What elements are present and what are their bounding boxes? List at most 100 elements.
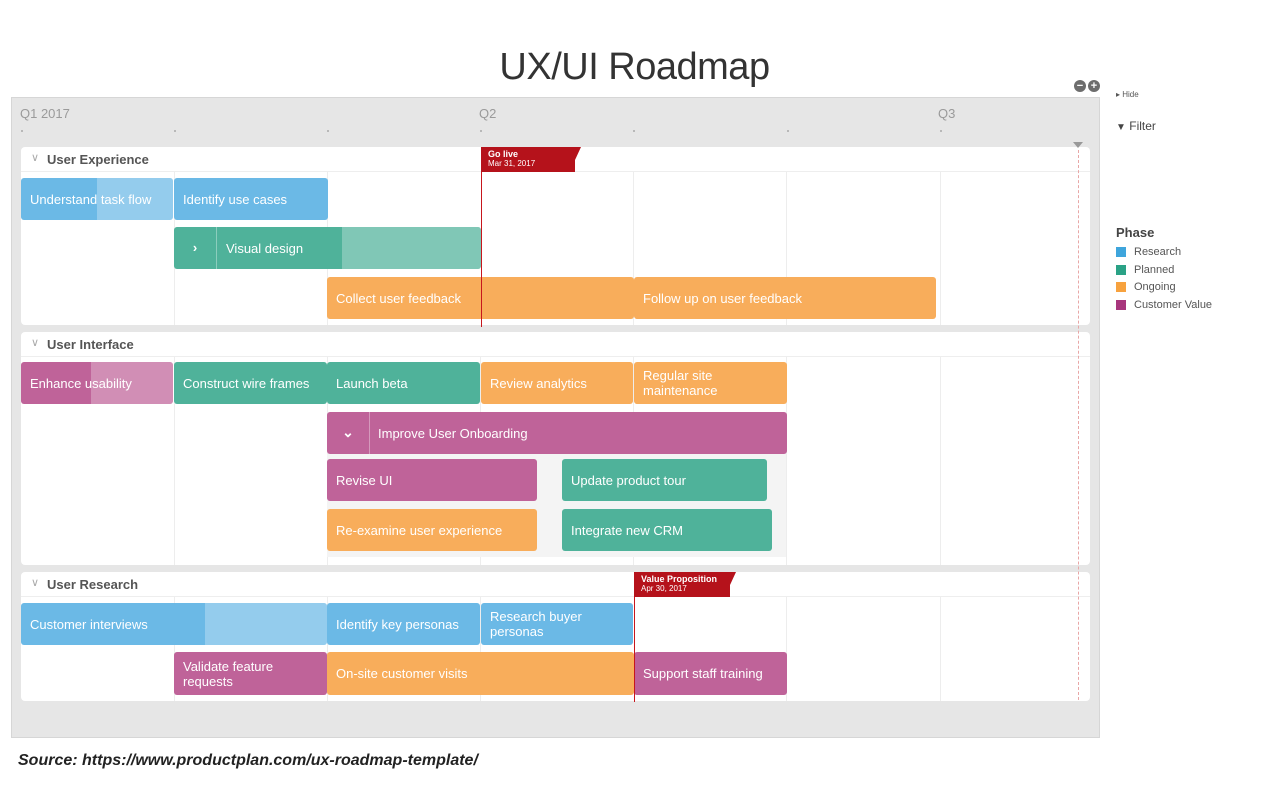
gridline [940,596,941,701]
chevron-down-icon[interactable]: ∨ [31,152,40,164]
legend-swatch [1116,282,1126,292]
milestone-name: Value Proposition [641,574,718,584]
legend-swatch [1116,265,1126,275]
bar-support-staff-training[interactable]: Support staff training [634,652,787,695]
lane-header[interactable]: ∨ User Research [21,572,1090,597]
quarter-label: Q2 [479,106,497,121]
bar-progress-remaining [342,227,481,269]
source-caption: Source: https://www.productplan.com/ux-r… [18,752,478,769]
bar-label: Construct wire frames [183,375,310,391]
legend-label: Customer Value [1134,299,1213,311]
timeline-tick [787,130,789,132]
bar-label: Regular site maintenance [643,368,718,398]
bar-label: Revise UI [336,472,393,488]
gridline [786,596,787,701]
bar-label: Review analytics [490,375,587,391]
bar-validate-feature-requests[interactable]: Validate feature requests [174,652,327,695]
bar-label: Improve User Onboarding [378,425,528,441]
bar-improve-user-onboarding[interactable]: ⌄ Improve User Onboarding [327,412,787,454]
bar-collect-user-feedback[interactable]: Collect user feedback [327,277,634,319]
chevron-down-icon[interactable]: ∨ [31,577,40,589]
milestone-line [634,572,635,702]
bar-label: Re-examine user experience [336,522,503,538]
legend-item[interactable]: Customer Value [1116,299,1212,311]
bar-progress-remaining [91,362,173,404]
zoom-in-button[interactable]: + [1088,80,1100,92]
milestone-date: Mar 31, 2017 [488,159,536,168]
filter-icon: ▼ [1116,122,1126,133]
bar-launch-beta[interactable]: Launch beta [327,362,480,404]
lane-header[interactable]: ∨ User Interface [21,332,1090,357]
gridline [327,596,328,701]
legend-swatch [1116,247,1126,257]
legend-item[interactable]: Planned [1116,264,1174,276]
legend-label: Research [1134,246,1182,258]
gridline [633,171,634,325]
bar-review-analytics[interactable]: Review analytics [481,362,633,404]
bar-label: Enhance usability [30,375,132,391]
bar-label: Understand task flow [30,191,152,207]
legend-item[interactable]: Ongoing [1116,281,1176,293]
bar-follow-up-on-user-feedback[interactable]: Follow up on user feedback [634,277,936,319]
bar-label: Launch beta [336,375,408,391]
bar-on-site-customer-visits[interactable]: On-site customer visits [327,652,634,695]
bar-re-examine-user-experience[interactable]: Re-examine user experience [327,509,537,551]
bar-construct-wire-frames[interactable]: Construct wire frames [174,362,327,404]
legend-label: Ongoing [1134,281,1176,293]
legend-swatch [1116,300,1126,310]
timeline-tick [480,130,482,132]
bar-progress-remaining [97,178,173,220]
bar-label: Follow up on user feedback [643,290,802,306]
gridline [940,356,941,565]
zoom-out-button[interactable]: − [1074,80,1086,92]
legend-title: Phase [1116,225,1155,240]
hide-sidebar-link[interactable]: ▸ Hide [1116,90,1139,99]
bar-label: On-site customer visits [336,666,468,681]
timeline-tick [633,130,635,132]
gridline [940,171,941,325]
lane-title: User Interface [47,337,134,352]
timeline-tick [327,130,329,132]
bar-identify-key-personas[interactable]: Identify key personas [327,603,480,645]
bar-identify-use-cases[interactable]: Identify use cases [174,178,328,220]
bar-understand-task-flow[interactable]: Understand task flow [21,178,173,220]
page-title: UX/UI Roadmap [499,46,770,88]
bar-enhance-usability[interactable]: Enhance usability [21,362,173,404]
milestone-flag-value-proposition[interactable]: Value Proposition Apr 30, 2017 [634,572,736,597]
gridline [786,171,787,325]
timeline-tick [940,130,942,132]
filter-button[interactable]: ▼ Filter [1116,119,1156,133]
timeline-tick [174,130,176,132]
milestone-flag-go-live[interactable]: Go live Mar 31, 2017 [481,147,581,172]
chevron-down-icon[interactable]: ⌄ [327,412,370,454]
scroll-down-arrow[interactable] [1073,142,1083,148]
legend-item[interactable]: Research [1116,246,1181,258]
lane-title: User Experience [47,152,149,167]
bar-progress-remaining [205,603,327,645]
gridline [480,596,481,701]
bar-revise-ui[interactable]: Revise UI [327,459,537,501]
bar-integrate-new-crm[interactable]: Integrate new CRM [562,509,772,551]
filter-label: Filter [1129,119,1156,133]
bar-visual-design[interactable]: › Visual design [174,227,481,269]
timeline-tick [21,130,23,132]
bar-research-buyer-personas[interactable]: Research buyer personas [481,603,633,645]
legend-label: Planned [1134,264,1175,276]
quarter-label: Q1 2017 [20,106,70,121]
bar-label: Visual design [226,240,304,256]
bar-label: Update product tour [571,472,686,488]
bar-label: Research buyer personas [490,609,582,639]
quarter-label: Q3 [938,106,956,121]
chevron-down-icon[interactable]: ∨ [31,337,40,349]
milestone-name: Go live [488,149,519,159]
bar-customer-interviews[interactable]: Customer interviews [21,603,327,645]
dashed-today-line [1078,150,1079,700]
chevron-right-icon[interactable]: › [174,227,217,269]
bar-update-product-tour[interactable]: Update product tour [562,459,767,501]
bar-regular-site-maintenance[interactable]: Regular site maintenance [634,362,787,404]
bar-label: Customer interviews [30,616,148,632]
gridline [174,356,175,565]
milestone-line [481,147,482,327]
gridline [786,356,787,565]
bar-label: Support staff training [643,666,763,681]
